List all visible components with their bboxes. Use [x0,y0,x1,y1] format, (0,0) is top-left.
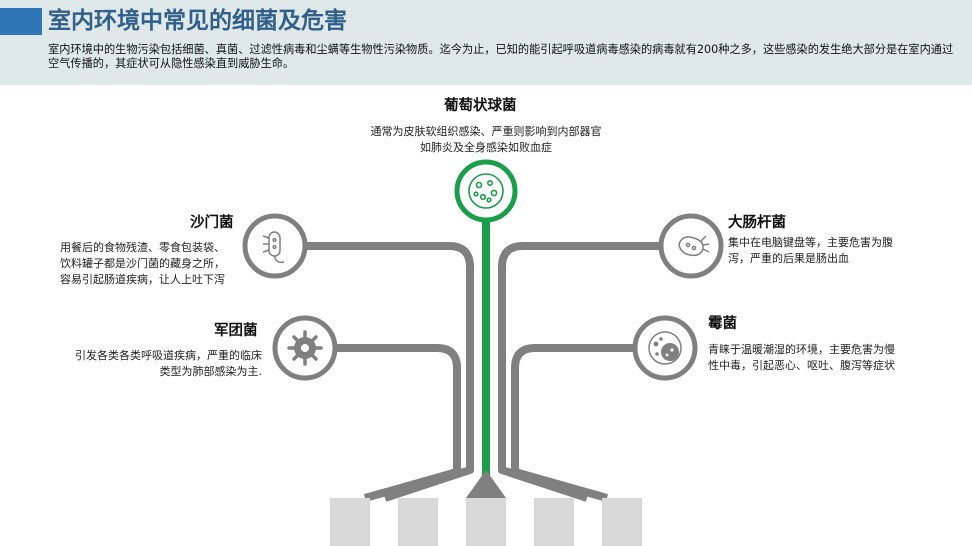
legionella-icon [287,330,323,366]
base-block [466,498,506,546]
label-legionella: 军团菌 [214,323,258,339]
desc-line: 如肺炎及全身感染如败血症 [420,141,552,154]
desc-salmonella: 用餐后的食物残渣、零食包装袋、 饮料罐子都是沙门菌的藏身之所， 容易引起肠道疾病… [60,240,246,288]
branch-line-ecoli [498,242,665,502]
page-title: 室内环境中常见的细菌及危害 [48,8,347,34]
label-ecoli: 大肠杆菌 [728,215,786,231]
label-staphylococcus: 葡萄状球菌 [444,98,517,114]
desc-line: 引发各类各类呼吸道疾病，严重的临床 [75,349,262,362]
base-block [534,498,574,546]
desc-mold: 青睐于温暖潮湿的环境，主要危害为慢 性中毒，引起恶心、呕吐、腹泻等症状 [708,342,914,374]
cocci-icon [468,173,504,209]
intro-paragraph: 室内环境中的生物污染包括细菌、真菌、过滤性病毒和尘螨等生物性污染物质。迄今为止，… [48,43,954,70]
desc-ecoli: 集中在电脑键盘等，主要危害为腹 泻，严重的后果是肠出血 [728,235,928,267]
desc-line: 通常为皮肤软组织感染、严重则影响到内部器官 [370,125,602,138]
trunk-base-triangle [466,470,506,498]
desc-line: 泻，严重的后果是肠出血 [728,252,849,265]
label-salmonella: 沙门菌 [190,215,234,231]
ecoli-icon [678,235,710,257]
node-legionella [272,315,338,381]
desc-line: 类型为肺部感染为主. [159,365,263,378]
mold-icon [648,331,682,365]
base-block [398,498,438,546]
base-block [330,498,370,546]
desc-line: 容易引起肠道疾病，让人上吐下泻 [60,273,225,286]
label-mold: 霉菌 [708,316,737,332]
base-block [602,498,642,546]
header-band: 室内环境中常见的细菌及危害 室内环境中的生物污染包括细菌、真菌、过滤性病毒和尘螨… [0,0,972,85]
branch-line-legionella [330,344,461,502]
branch-line-salmonella [305,242,474,502]
desc-staphylococcus: 通常为皮肤软组织感染、严重则影响到内部器官 如肺炎及全身感染如败血症 [356,124,616,156]
branch-line-mold [511,344,638,502]
desc-line: 用餐后的食物残渣、零食包装袋、 [60,241,225,254]
salmonella-icon [262,231,285,264]
node-ecoli [658,213,724,279]
title-accent-bar [0,8,42,35]
node-staphylococcus [454,159,518,223]
desc-line: 集中在电脑键盘等，主要危害为腹 [728,236,893,249]
desc-legionella: 引发各类各类呼吸道疾病，严重的临床 类型为肺部感染为主. [62,348,262,380]
desc-line: 饮料罐子都是沙门菌的藏身之所， [60,257,225,270]
desc-line: 青睐于温暖潮湿的环境，主要危害为慢 [708,343,895,356]
node-salmonella [242,213,308,279]
node-mold [632,315,698,381]
desc-line: 性中毒，引起恶心、呕吐、腹泻等症状 [708,359,895,372]
